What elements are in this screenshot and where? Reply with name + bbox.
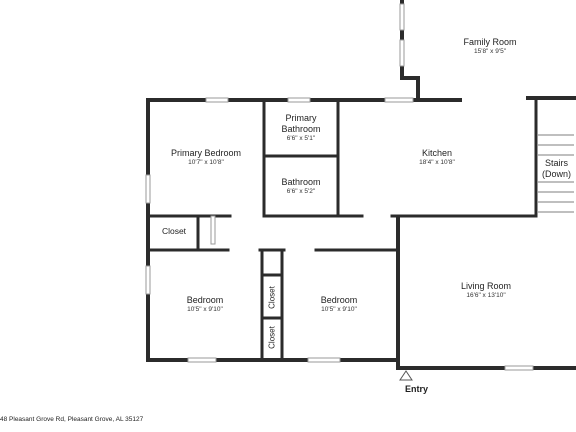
primary-bedroom-name: Primary Bedroom bbox=[170, 148, 242, 158]
bedroom-1-size: 10'5" x 9'10" bbox=[187, 306, 223, 313]
bathroom-name: Bathroom bbox=[281, 177, 321, 187]
bedroom-2-size: 10'5" x 9'10" bbox=[321, 306, 357, 313]
family-room-name: Family Room bbox=[463, 37, 517, 47]
kitchen-name: Kitchen bbox=[421, 148, 453, 158]
closet-left-name: Closet bbox=[161, 226, 187, 236]
primary-bedroom-size: 10'7" x 10'8" bbox=[188, 159, 224, 166]
bathroom-size: 6'6" x 5'2" bbox=[286, 188, 316, 195]
property-address: 48 Pleasant Grove Rd, Pleasant Grove, AL… bbox=[0, 416, 144, 423]
closet-b-name: Closet bbox=[267, 326, 277, 349]
window bbox=[210, 215, 216, 245]
window bbox=[145, 174, 151, 204]
stairs-name: Stairs bbox=[544, 158, 568, 168]
window bbox=[504, 365, 534, 371]
closet-a-name: Closet bbox=[267, 286, 277, 309]
bedroom-2-name: Bedroom bbox=[320, 295, 358, 305]
entry-label: Entry bbox=[405, 384, 429, 394]
window bbox=[187, 357, 217, 363]
primary-bathroom-name: Primary bbox=[285, 113, 317, 123]
living-room-size: 16'6" x 13'10" bbox=[466, 292, 506, 299]
bedroom-1-name: Bedroom bbox=[186, 295, 224, 305]
window bbox=[384, 97, 414, 103]
window bbox=[205, 97, 229, 103]
window bbox=[145, 265, 151, 295]
kitchen-size: 18'4" x 10'8" bbox=[419, 159, 455, 166]
window bbox=[287, 97, 311, 103]
family-room-wall-left bbox=[400, 0, 420, 100]
window bbox=[307, 357, 341, 363]
stairs-name-line2: (Down) bbox=[541, 169, 571, 179]
primary-bathroom-name-line2: Bathroom bbox=[281, 124, 321, 134]
living-room-name: Living Room bbox=[460, 281, 512, 291]
primary-bathroom-size: 6'6" x 5'1" bbox=[286, 135, 316, 142]
stair-treads bbox=[538, 134, 574, 213]
window bbox=[399, 39, 405, 67]
window bbox=[399, 3, 405, 31]
entry-arrow-icon bbox=[399, 370, 413, 381]
family-room-size: 15'8" x 9'5" bbox=[473, 48, 507, 55]
